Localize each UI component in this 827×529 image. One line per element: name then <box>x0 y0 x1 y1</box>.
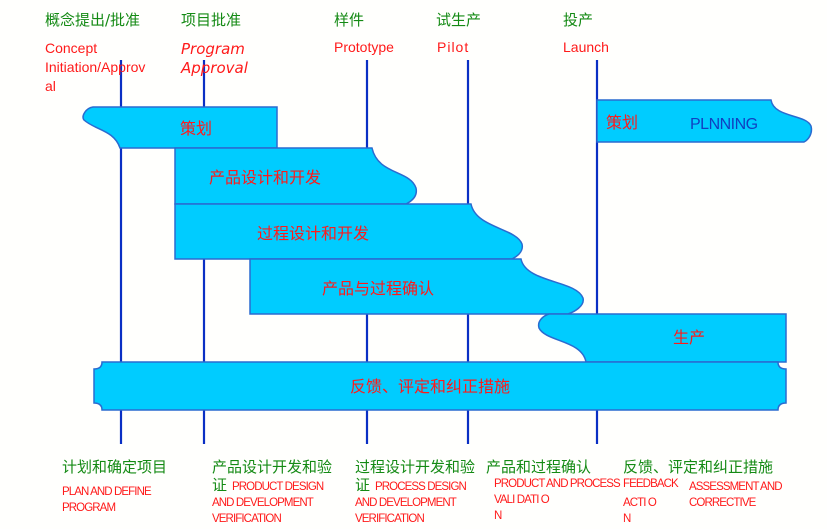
phase-validation-en-2: VALI DATI O <box>494 494 550 506</box>
band-planning-label: 策划 <box>180 119 212 138</box>
phase-feedback-en-1: FEEDBACK <box>623 478 679 490</box>
milestone-en-concept-1: Concept <box>45 40 97 56</box>
phase-process-en-3: VERIFICATION <box>355 513 424 525</box>
milestone-zh-pilot: 试生产 <box>436 11 481 29</box>
phase-product-design: 产品设计开发和验 证 PRODUCT DESIGN AND DEVELOPMEN… <box>212 458 332 525</box>
band-process-design: 过程设计和开发 <box>174 203 524 260</box>
phase-feedback-en-5: CORRECTIVE <box>689 497 757 509</box>
phase-feedback: 反馈、评定和纠正措施 FEEDBACK ACTI O N ASSESSMENT … <box>623 458 783 525</box>
band-product-design: 产品设计和开发 <box>174 147 418 205</box>
milestone-en-launch: Launch <box>563 39 609 55</box>
band-planning-next-label-en: PLNNING <box>690 116 758 133</box>
band-feedback: 反馈、评定和纠正措施 <box>93 361 787 411</box>
band-feedback-label: 反馈、评定和纠正措施 <box>350 377 510 396</box>
phase-plan: 计划和确定项目 PLAN AND DEFINE PROGRAM <box>62 458 167 514</box>
phase-product-en-3: VERIFICATION <box>212 513 281 525</box>
phase-process-zh-2: 证 <box>355 476 370 494</box>
milestone-en-program-1: Program <box>181 40 245 58</box>
phase-validation-en-1: PRODUCT AND PROCESS <box>494 478 621 490</box>
band-production-label: 生产 <box>673 328 705 347</box>
phase-plan-en-1: PLAN AND DEFINE <box>62 486 152 498</box>
milestone-en-pilot: Pilot <box>437 39 469 55</box>
band-validation-label: 产品与过程确认 <box>322 279 434 298</box>
phase-feedback-en-4: ASSESSMENT AND <box>689 481 782 493</box>
phase-process-en-2: AND DEVELOPMENT <box>355 497 457 509</box>
band-validation: 产品与过程确认 <box>249 258 584 315</box>
phase-feedback-en-2: ACTI O <box>623 497 657 509</box>
phase-product-en-1: PRODUCT DESIGN <box>232 481 324 493</box>
milestone-en-concept-2: Initiation/Approv <box>45 59 145 75</box>
band-product-design-label: 产品设计和开发 <box>209 168 321 187</box>
milestone-zh-prototype: 样件 <box>334 11 364 29</box>
phase-product-en-2: AND DEVELOPMENT <box>212 497 314 509</box>
band-planning: 策划 <box>82 106 278 149</box>
milestone-en-program-2: Approval <box>180 59 249 77</box>
milestone-zh-concept: 概念提出/批准 <box>45 11 140 29</box>
band-production: 生产 <box>537 313 787 363</box>
band-process-design-label: 过程设计和开发 <box>257 224 369 243</box>
band-planning-next-label-zh: 策划 <box>606 113 638 132</box>
phase-validation: 产品和过程确认 PRODUCT AND PROCESS VALI DATI O … <box>486 458 622 522</box>
phase-plan-zh: 计划和确定项目 <box>62 458 167 476</box>
milestone-zh-program: 项目批准 <box>181 11 241 29</box>
phase-product-zh-1: 产品设计开发和验 <box>212 458 332 476</box>
phase-process-design: 过程设计开发和验 证 PROCESS DESIGN AND DEVELOPMEN… <box>355 458 475 525</box>
phase-feedback-zh: 反馈、评定和纠正措施 <box>623 458 773 476</box>
phase-product-zh-2: 证 <box>212 476 227 494</box>
phase-plan-en-2: PROGRAM <box>62 502 115 514</box>
phase-validation-en-3: N <box>494 510 502 522</box>
milestone-en-concept-3: al <box>45 78 56 94</box>
band-planning-next: 策划 PLNNING <box>596 99 813 143</box>
phase-feedback-en-3: N <box>623 513 631 525</box>
phase-validation-zh: 产品和过程确认 <box>486 458 591 476</box>
milestone-zh-launch: 投产 <box>563 11 593 29</box>
phase-process-zh-1: 过程设计开发和验 <box>355 458 475 476</box>
phase-process-en-1: PROCESS DESIGN <box>375 481 467 493</box>
milestone-en-prototype: Prototype <box>334 39 394 55</box>
